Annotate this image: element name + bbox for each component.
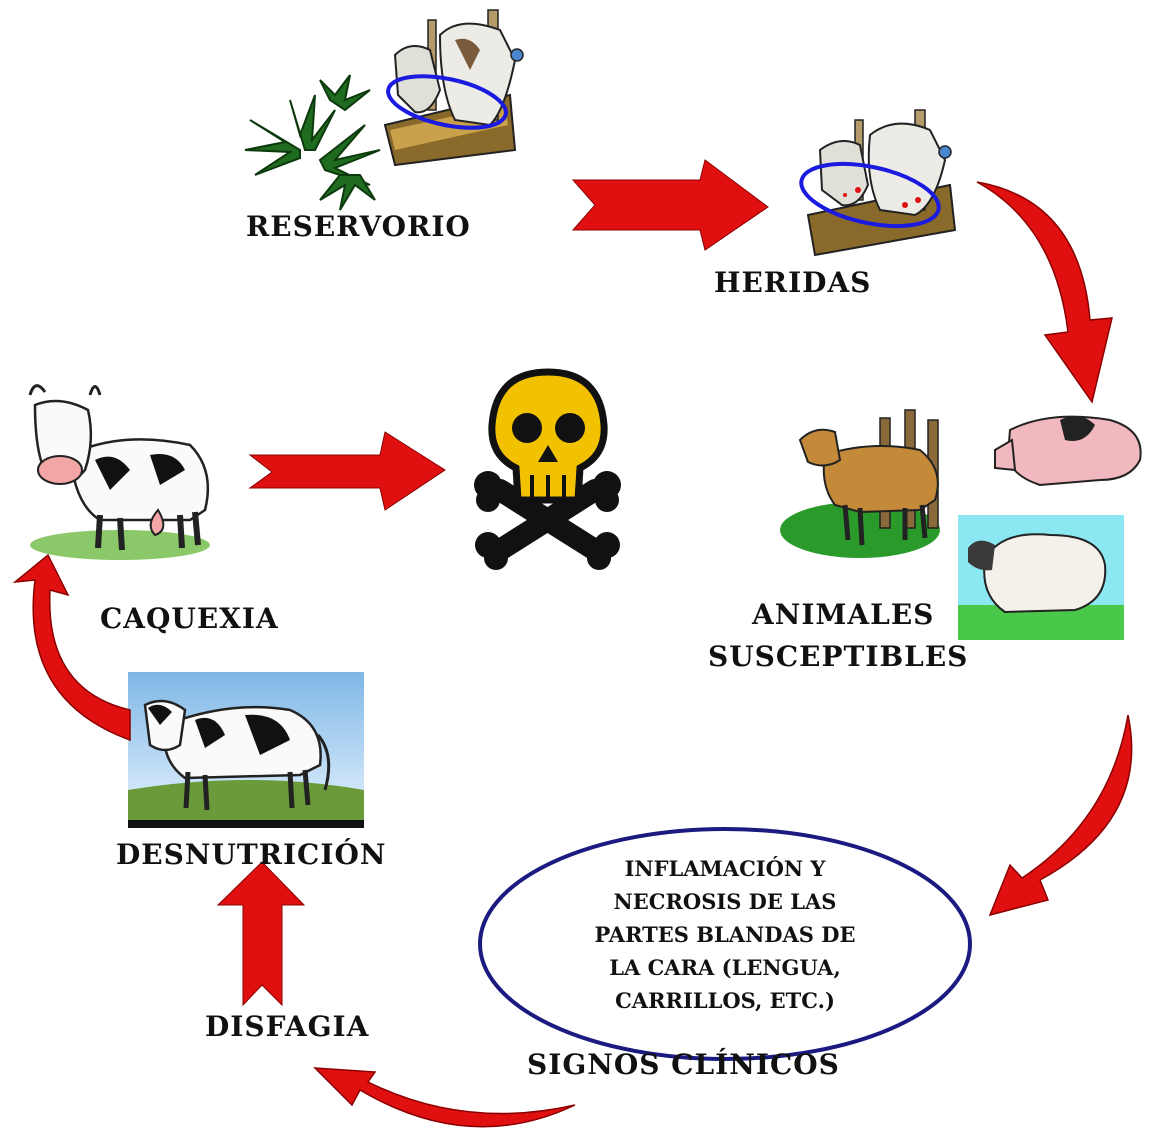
- label-heridas: HERIDAS: [714, 266, 872, 299]
- label-caquexia: CAQUEXIA: [100, 602, 279, 635]
- cow-in-field-icon: [128, 672, 364, 828]
- arrow-reservorio-heridas: [571, 159, 769, 251]
- arrow-animales-signos: [988, 714, 1133, 917]
- plant-icon: [244, 74, 381, 211]
- cow-pig-sheep-icon: [780, 409, 1142, 640]
- arrow-heridas-animales: [976, 181, 1113, 404]
- clinical-signs-text: INFLAMACIÓN Y NECROSIS DE LAS PARTES BLA…: [520, 852, 930, 1017]
- label-susceptibles: SUSCEPTIBLES: [708, 640, 969, 673]
- signs-line: INFLAMACIÓN Y: [624, 856, 826, 881]
- wounded-cattle-icon: [799, 109, 957, 257]
- arrow-disfagia-desnutricion: [216, 861, 306, 1007]
- cow-icon: [28, 384, 210, 560]
- label-signos-clinicos: SIGNOS CLÍNICOS: [527, 1048, 840, 1081]
- label-reservorio: RESERVORIO: [246, 210, 471, 243]
- label-disfagia: DISFAGIA: [205, 1010, 370, 1043]
- clinical-signs-ellipse: [478, 827, 972, 1061]
- signs-line: LA CARA (LENGUA,: [609, 955, 841, 980]
- arrow-signos-disfagia: [313, 1067, 576, 1128]
- signs-line: CARRILLOS, ETC.): [615, 988, 835, 1013]
- skull-crossbones-icon: [474, 368, 621, 570]
- label-desnutricion: DESNUTRICIÓN: [116, 838, 387, 871]
- arrow-caquexia-muerte: [248, 431, 446, 511]
- signs-line: NECROSIS DE LAS: [613, 889, 837, 914]
- label-animales: ANIMALES: [752, 598, 935, 631]
- signs-line: PARTES BLANDAS DE: [594, 922, 856, 947]
- cattle-feeding-icon: [383, 9, 524, 167]
- arrow-desnutricion-caquexia: [12, 553, 131, 742]
